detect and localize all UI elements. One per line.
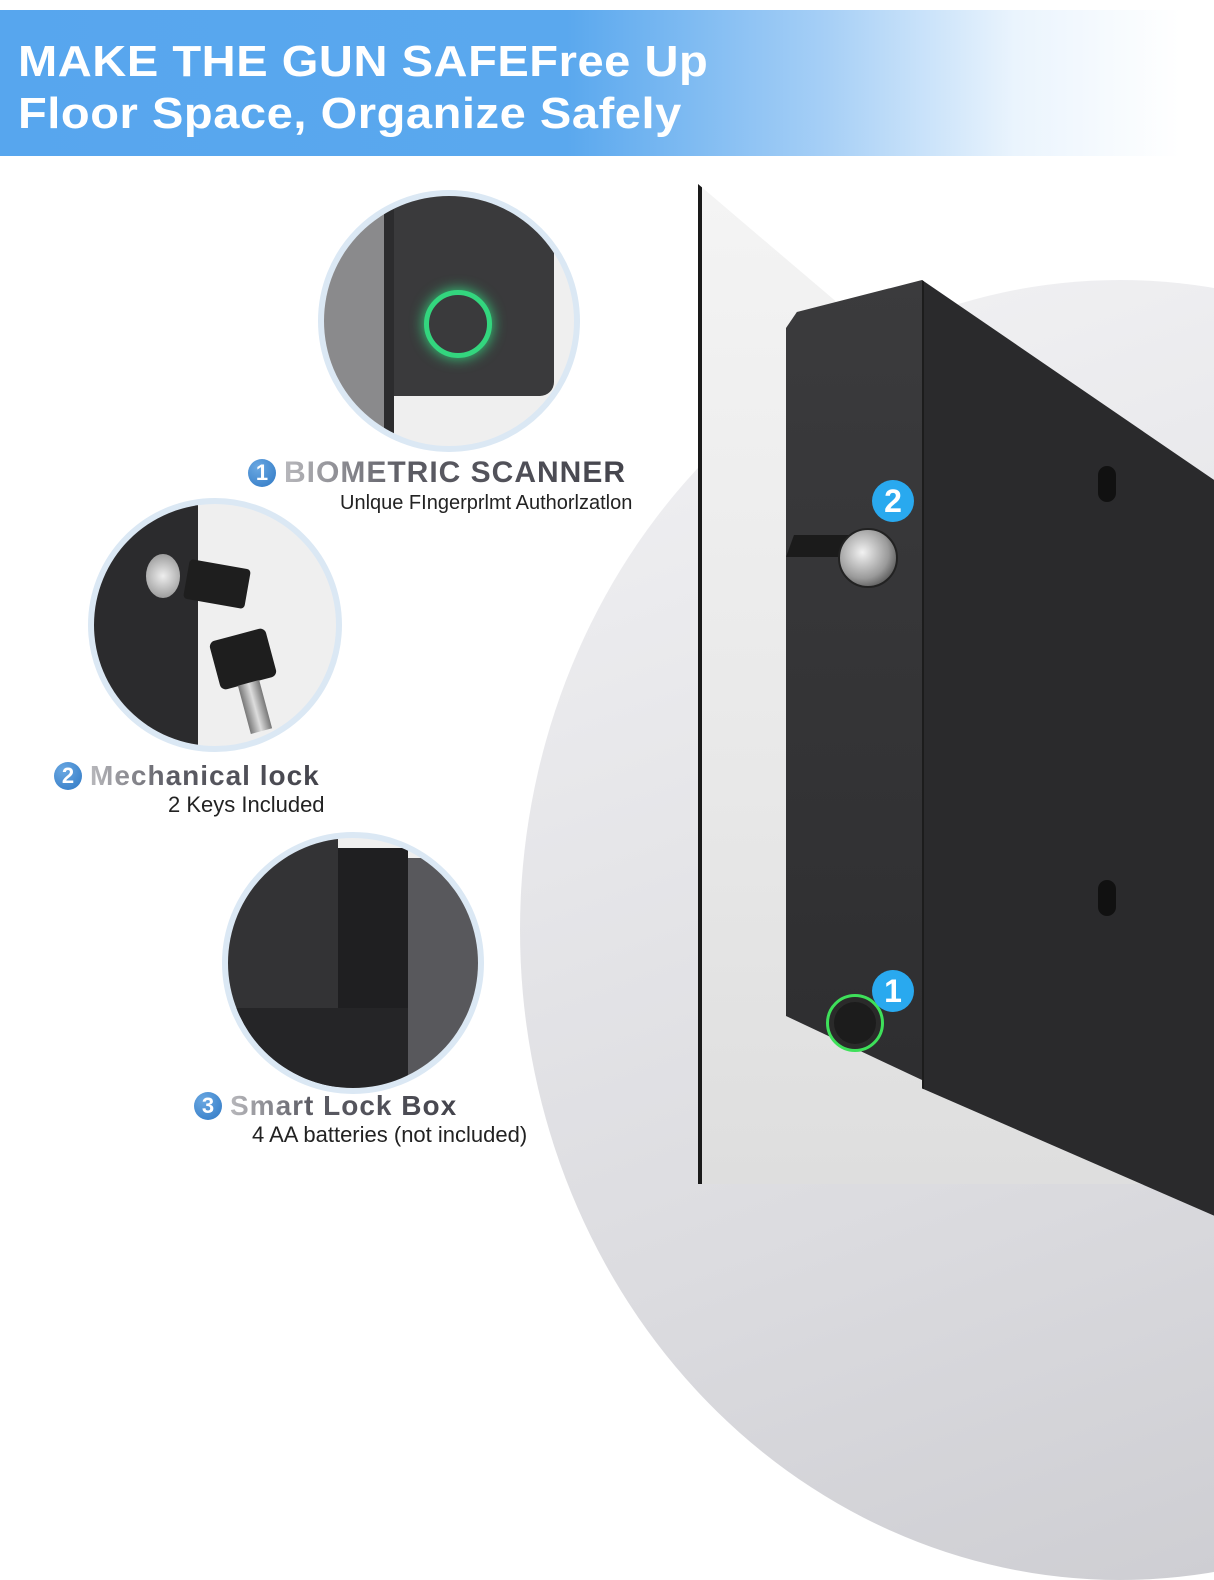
banner-title-line2: Floor Space, Organize Safely (18, 89, 682, 138)
feature-smart-lock-box: 3 Smart Lock Box 4 AA batteries (not incl… (194, 1090, 527, 1148)
lock-cylinder-icon (146, 554, 180, 598)
mechanical-lock-image (88, 498, 342, 752)
number-badge: 1 (248, 459, 276, 487)
mounting-keyhole-icon (1098, 466, 1116, 502)
biometric-scanner-image (318, 190, 580, 452)
fingerprint-scanner-icon (424, 290, 492, 358)
marker-scanner: 1 (872, 970, 914, 1012)
marker-lock: 2 (872, 480, 914, 522)
fingerprint-sensor-icon (826, 994, 884, 1052)
banner-title-line1: MAKE THE GUN SAFEFree Up (18, 37, 709, 86)
feature-title: Mechanical lock (90, 760, 320, 791)
header-banner: MAKE THE GUN SAFEFree Up Floor Space, Or… (0, 10, 1180, 156)
feature-mechanical-lock: 2 Mechanical lock 2 Keys Included (54, 760, 325, 818)
feature-title: BIOMETRIC SCANNER (284, 456, 627, 489)
feature-subtitle: 2 Keys Included (168, 792, 325, 817)
number-badge: 3 (194, 1092, 222, 1120)
mounting-keyhole-icon (1098, 880, 1116, 916)
lock-cylinder-icon (838, 528, 898, 588)
spare-key-icon (208, 627, 278, 691)
safe-side-panel (786, 280, 922, 1080)
feature-title: Smart Lock Box (230, 1090, 458, 1121)
feature-subtitle: 4 AA batteries (not included) (252, 1122, 528, 1147)
smart-lock-box-image (222, 832, 484, 1094)
banner-title: MAKE THE GUN SAFEFree Up Floor Space, Or… (18, 36, 708, 140)
feature-subtitle: Unlque FIngerprlmt Authorlzatlon (340, 492, 633, 514)
feature-biometric: 1 BIOMETRIC SCANNER Unlque FIngerprlmt Au… (248, 456, 632, 515)
number-badge: 2 (54, 762, 82, 790)
